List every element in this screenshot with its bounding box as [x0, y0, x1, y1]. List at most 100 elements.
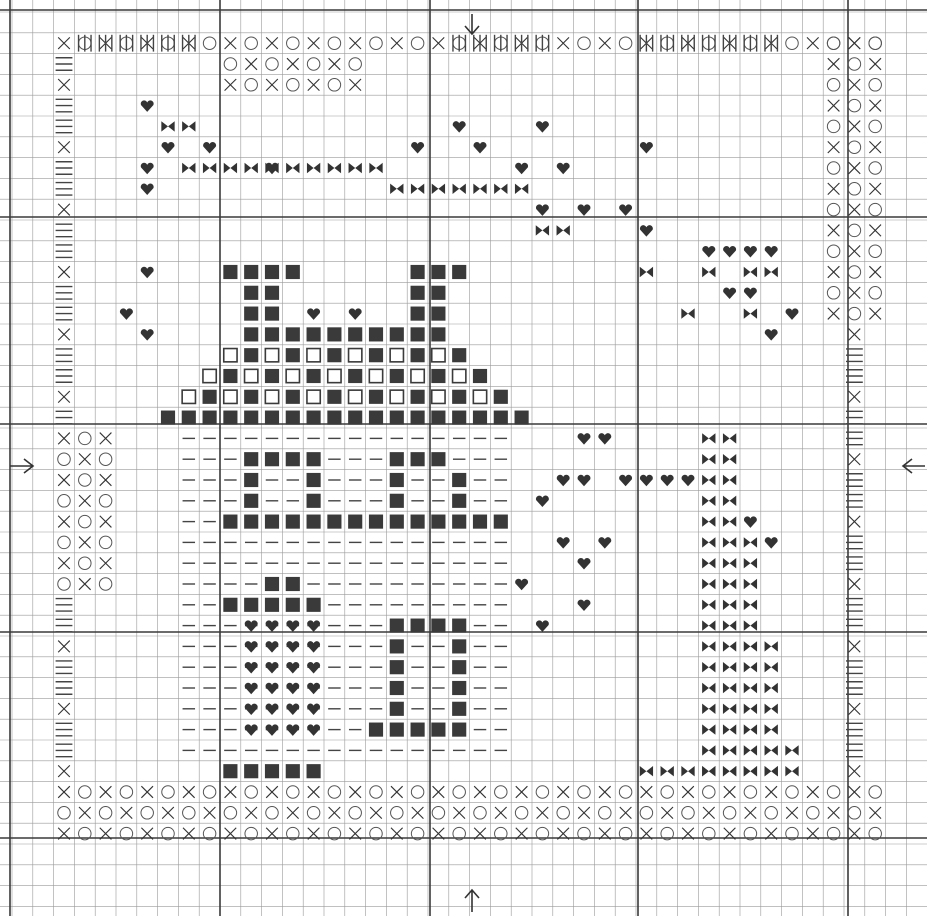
circle-stitch-symbol: [79, 474, 91, 486]
heart-stitch-symbol: [307, 620, 320, 631]
filled-square-symbol: [431, 265, 445, 279]
bowtie-stitch-symbol: [723, 766, 736, 776]
filled-square-symbol: [411, 348, 425, 362]
bowtie-stitch-symbol: [702, 496, 715, 506]
circle-stitch-symbol: [848, 58, 860, 70]
heart-stitch-symbol: [578, 475, 591, 486]
circle-stitch-symbol: [703, 786, 715, 798]
heart-stitch-symbol: [411, 142, 424, 153]
filled-square-symbol: [431, 515, 445, 529]
bowtie-stitch-symbol: [765, 641, 778, 651]
bowtie-stitch-symbol: [765, 745, 778, 755]
filled-square-symbol: [473, 515, 487, 529]
circle-stitch-symbol: [495, 786, 507, 798]
heart-stitch-symbol: [286, 641, 299, 652]
filled-square-symbol: [286, 348, 300, 362]
cross-stitch-symbol: [849, 37, 861, 49]
filled-square-symbol: [244, 515, 258, 529]
cross-stitch-symbol: [58, 141, 70, 153]
heart-stitch-symbol: [349, 308, 362, 319]
cross-stitch-symbol: [849, 329, 861, 341]
filled-square-symbol: [286, 515, 300, 529]
circle-stitch-symbol: [807, 807, 819, 819]
bowtie-stitch-symbol: [744, 745, 757, 755]
filled-square-symbol: [390, 515, 404, 529]
cross-stitch-symbol: [79, 578, 91, 590]
heart-stitch-symbol: [453, 121, 466, 132]
filled-square-symbol: [452, 390, 466, 404]
circle-stitch-symbol: [869, 120, 881, 132]
heart-stitch-symbol: [266, 620, 279, 631]
bowtie-stitch-symbol: [785, 766, 798, 776]
bowtie-stitch-symbol: [744, 267, 757, 277]
heart-stitch-symbol: [203, 142, 216, 153]
bowtie-stitch-symbol: [182, 121, 195, 131]
filled-square-symbol: [265, 327, 279, 341]
cross-stitch-symbol: [58, 786, 70, 798]
filled-square-symbol: [390, 681, 404, 695]
filled-square-symbol: [244, 327, 258, 341]
hollow-square-symbol: [224, 390, 237, 403]
circle-stitch-symbol: [79, 432, 91, 444]
filled-square-symbol: [390, 660, 404, 674]
cross-stitch-symbol: [849, 287, 861, 299]
cross-stitch-symbol: [225, 37, 237, 49]
bowtie-stitch-symbol: [286, 163, 299, 173]
bowtie-stitch-symbol: [640, 766, 653, 776]
heart-stitch-symbol: [765, 537, 778, 548]
heart-stitch-symbol: [286, 724, 299, 735]
bowtie-stitch-symbol: [681, 308, 694, 318]
bowtie-stitch-symbol: [785, 745, 798, 755]
bowtie-stitch-symbol: [702, 579, 715, 589]
hollow-square-symbol: [182, 390, 195, 403]
filled-square-symbol: [390, 702, 404, 716]
hollow-square-symbol: [473, 390, 486, 403]
circle-stitch-symbol: [79, 515, 91, 527]
filled-square-symbol: [244, 265, 258, 279]
cross-stitch-symbol: [661, 807, 673, 819]
heart-stitch-symbol: [245, 662, 258, 673]
cross-stitch-symbol: [557, 37, 569, 49]
filled-square-symbol: [286, 598, 300, 612]
filled-square-symbol: [307, 494, 321, 508]
cross-stitch-symbol: [79, 453, 91, 465]
cross-stitch-symbol: [100, 474, 112, 486]
circle-stitch-symbol: [848, 224, 860, 236]
heart-stitch-symbol: [515, 163, 528, 174]
filled-square-symbol: [452, 619, 466, 633]
circle-stitch-symbol: [557, 807, 569, 819]
heart-stitch-symbol: [578, 433, 591, 444]
filled-square-symbol: [390, 473, 404, 487]
cross-stitch-symbol: [100, 786, 112, 798]
cross-stitch-symbol: [786, 807, 798, 819]
circle-stitch-symbol: [328, 79, 340, 91]
circle-stitch-symbol: [224, 807, 236, 819]
filled-square-symbol: [307, 369, 321, 383]
heart-stitch-symbol: [723, 288, 736, 299]
heart-stitch-symbol: [266, 704, 279, 715]
heart-stitch-symbol: [598, 537, 611, 548]
circle-stitch-symbol: [99, 453, 111, 465]
bowtie-stitch-symbol: [723, 704, 736, 714]
circle-stitch-symbol: [848, 141, 860, 153]
circle-stitch-symbol: [827, 162, 839, 174]
cross-stitch-symbol: [849, 79, 861, 91]
cross-stitch-symbol: [516, 786, 528, 798]
heart-stitch-symbol: [578, 204, 591, 215]
heart-stitch-symbol: [536, 121, 549, 132]
bowtie-stitch-symbol: [702, 641, 715, 651]
filled-square-symbol: [348, 411, 362, 425]
circle-stitch-symbol: [287, 786, 299, 798]
filled-square-symbol: [515, 411, 529, 425]
cross-stitch-symbol: [308, 37, 320, 49]
filled-square-symbol: [244, 286, 258, 300]
circle-stitch-symbol: [827, 786, 839, 798]
bowtie-stitch-symbol: [245, 163, 258, 173]
bowtie-stitch-symbol: [515, 184, 528, 194]
cross-stitch-symbol: [828, 308, 840, 320]
cross-stitch-symbol: [849, 245, 861, 257]
cross-stitch-symbol: [495, 807, 507, 819]
hollow-square-symbol: [265, 390, 278, 403]
bowtie-stitch-symbol: [702, 683, 715, 693]
cross-stitch-symbol: [79, 537, 91, 549]
